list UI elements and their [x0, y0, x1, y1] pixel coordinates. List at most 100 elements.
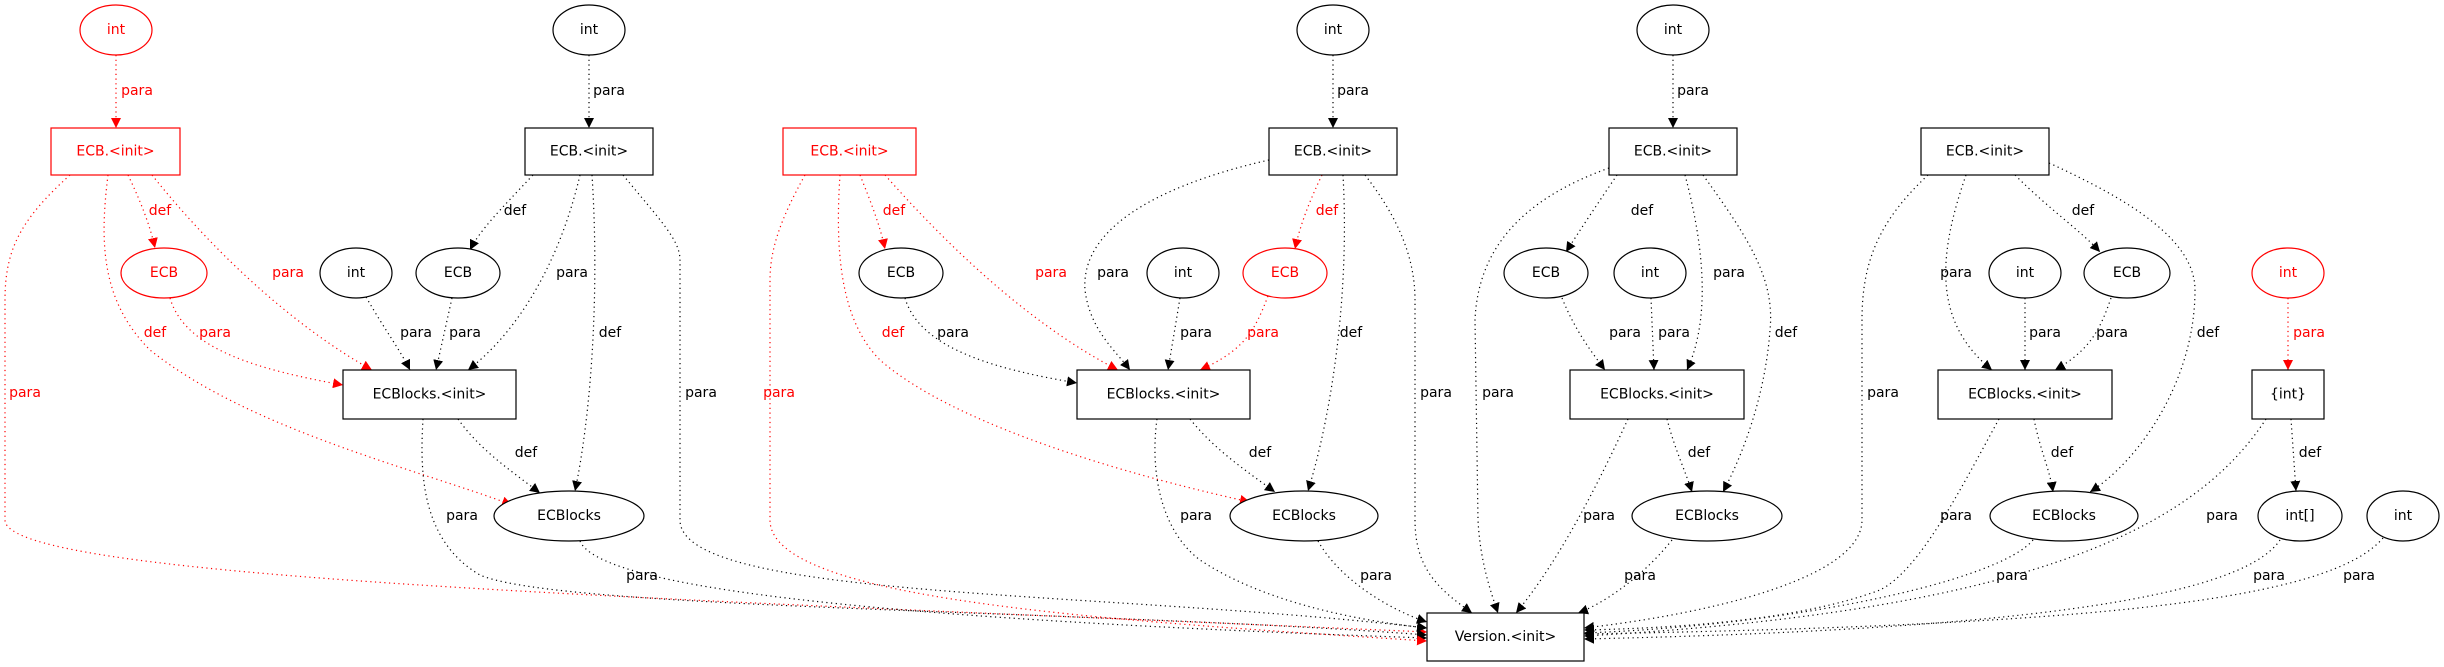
- edge-para: para: [904, 297, 1078, 387]
- edge-def: def: [2048, 162, 2220, 493]
- edge-line: [904, 297, 1078, 387]
- edge-para: para: [1317, 540, 1428, 624]
- node-ecblocks-init[interactable]: ECBlocks.<init>: [1937, 369, 2113, 420]
- edge-line: [769, 174, 1428, 646]
- node-label: ECBlocks: [2032, 508, 2096, 524]
- edge-para: para: [1199, 295, 1279, 371]
- node-label: ECBlocks.<init>: [1968, 387, 2082, 403]
- edge-line: [1364, 174, 1473, 614]
- node-int[interactable]: int: [1613, 247, 1687, 299]
- node-ecb[interactable]: ECB: [415, 247, 501, 299]
- node-label: ECB: [2113, 265, 2141, 281]
- node-ecb-init[interactable]: ECB.<init>: [1608, 127, 1738, 176]
- edge-para: para: [1940, 174, 1993, 371]
- node-int[interactable]: int[]: [2257, 490, 2343, 542]
- node-ellipse: [2366, 490, 2440, 542]
- edge-def: def: [103, 174, 513, 507]
- edge-para: para: [884, 174, 1119, 371]
- node-ecblocks-init[interactable]: ECBlocks.<init>: [1076, 369, 1251, 420]
- node-label: ECB: [887, 265, 915, 281]
- edge-label: def: [2299, 445, 2323, 461]
- edge-label: para: [1867, 385, 1899, 401]
- node-int[interactable]: int: [2251, 247, 2325, 299]
- edge-def: def: [1189, 418, 1276, 493]
- node-ecb-init[interactable]: ECB.<init>: [1920, 127, 2050, 176]
- node-label: ECB: [444, 265, 472, 281]
- node-box: [2251, 369, 2325, 420]
- node-label: ECBlocks.<init>: [1600, 387, 1714, 403]
- node-label: ECB.<init>: [810, 144, 888, 160]
- edge-line: [1199, 295, 1269, 371]
- edge-line: [1945, 174, 1993, 371]
- node-ecb-init[interactable]: ECB.<init>: [50, 127, 181, 176]
- node-ecblocks[interactable]: ECBlocks: [1989, 490, 2139, 542]
- node-int[interactable]: int: [2366, 490, 2440, 542]
- edge-label: para: [2253, 568, 2285, 584]
- node-label: int: [1174, 265, 1193, 281]
- node-version-init[interactable]: Version.<init>: [1426, 612, 1585, 662]
- edge-line: [1648, 297, 1659, 371]
- node-label: ECB.<init>: [1634, 144, 1712, 160]
- node-label: int: [1324, 22, 1343, 38]
- node-box: [524, 127, 654, 176]
- edge-para: para: [1577, 539, 1673, 615]
- node-ellipse: [1636, 4, 1710, 56]
- edge-label: para: [556, 265, 588, 281]
- node-int[interactable]: int: [1636, 4, 1710, 56]
- node-int[interactable]: int: [552, 4, 626, 56]
- node-ellipse: [120, 247, 208, 299]
- node-int[interactable]: int: [1988, 247, 2062, 299]
- edge-line: [1515, 418, 1629, 614]
- node-ecblocks[interactable]: ECBlocks: [1631, 490, 1783, 542]
- node-ecb-init[interactable]: ECB.<init>: [524, 127, 654, 176]
- edge-def: def: [457, 418, 541, 494]
- node-ecblocks[interactable]: ECBlocks: [1229, 490, 1379, 542]
- edge-para: para: [579, 540, 1428, 643]
- edge-label: para: [1337, 83, 1369, 99]
- node-int[interactable]: int: [1296, 4, 1370, 56]
- node-ellipse: [552, 4, 626, 56]
- node-ecblocks[interactable]: ECBlocks: [493, 490, 645, 542]
- edge-line: [1164, 297, 1181, 371]
- node-box: [1920, 127, 2050, 176]
- node-ecb-init[interactable]: ECB.<init>: [1268, 127, 1398, 176]
- edge-label: para: [121, 83, 153, 99]
- edge-para: para: [1474, 167, 1610, 614]
- node-ecblocks-init[interactable]: ECBlocks.<init>: [1569, 369, 1745, 420]
- edge-line: [1583, 539, 2034, 638]
- edge-line: [433, 297, 453, 371]
- node-ecb[interactable]: ECB: [2083, 247, 2171, 299]
- node-ecb[interactable]: ECB: [1242, 247, 1328, 299]
- edge-line: [2014, 174, 2101, 253]
- edge-label: para: [1180, 508, 1212, 524]
- edge-para: para: [169, 297, 344, 389]
- node-int[interactable]: int: [1146, 247, 1220, 299]
- node-label: int: [1664, 22, 1683, 38]
- node-ellipse: [1613, 247, 1687, 299]
- edge-label: para: [1420, 385, 1452, 401]
- edge-para: para: [1684, 174, 1745, 371]
- node-ecb-init[interactable]: ECB.<init>: [782, 127, 917, 176]
- node-ecb[interactable]: ECB: [858, 247, 944, 299]
- edge-label: para: [1677, 83, 1709, 99]
- edge-line: [579, 540, 1428, 643]
- node-label: ECB.<init>: [550, 144, 628, 160]
- node-ecblocks-init[interactable]: ECBlocks.<init>: [342, 369, 517, 420]
- edge-line: [1154, 418, 1428, 632]
- node-int[interactable]: {int}: [2251, 369, 2325, 420]
- edge-label: def: [515, 445, 539, 461]
- edge-para: para: [1364, 174, 1473, 614]
- edge-label: para: [2096, 325, 2128, 341]
- edge-label: def: [2051, 445, 2075, 461]
- edge-line: [467, 174, 581, 371]
- node-ecb[interactable]: ECB: [1503, 247, 1589, 299]
- node-int[interactable]: int: [319, 247, 393, 299]
- edge-line: [127, 174, 158, 249]
- node-int[interactable]: int: [79, 4, 153, 56]
- edge-label: para: [1247, 325, 1279, 341]
- edge-line: [2054, 297, 2112, 371]
- edge-label: def: [2072, 203, 2096, 219]
- node-ecb[interactable]: ECB: [120, 247, 208, 299]
